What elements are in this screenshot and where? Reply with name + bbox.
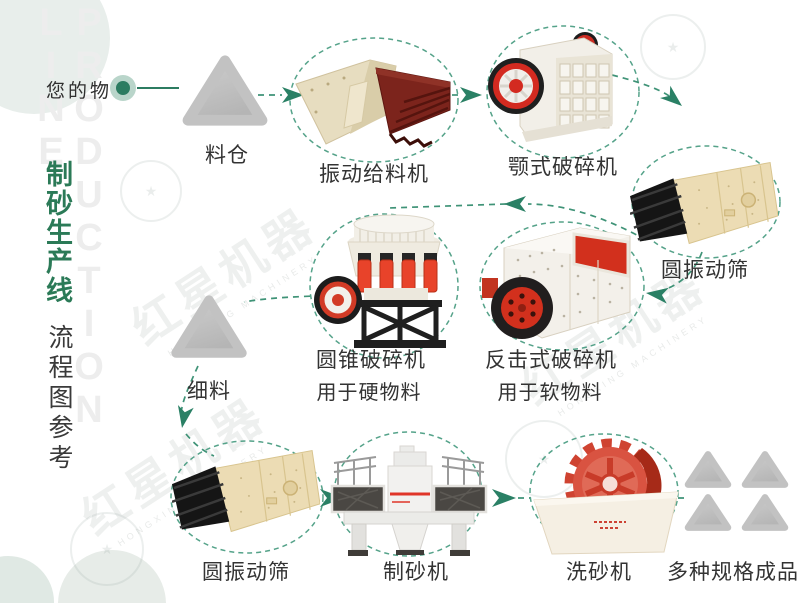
sand-washing-machine-label: 洗砂机 bbox=[566, 561, 632, 584]
stamp-watermark: ★ bbox=[640, 14, 706, 80]
fine-material-label: 细料 bbox=[187, 380, 231, 403]
product-triangle-icon bbox=[684, 451, 732, 488]
vibrating-feeder-image bbox=[295, 59, 451, 148]
circular-vibrating-screen-1-label: 圆振动筛 bbox=[661, 259, 749, 282]
your-material-label: 您的物料 bbox=[46, 81, 135, 102]
circular-vibrating-screen-2-image bbox=[172, 449, 320, 533]
vertical-watermark-text: PRODUCTION LINE bbox=[30, 2, 110, 432]
jaw-crusher-image bbox=[488, 32, 613, 142]
dashed-ellipse-feeder bbox=[289, 37, 459, 163]
page-subtitle: 流程图参考 bbox=[45, 324, 73, 474]
page-title: 制砂生产线 bbox=[42, 160, 72, 305]
dashed-line-screen1-cone-a bbox=[527, 203, 647, 241]
dashed-line-screen1-cone-b bbox=[387, 203, 507, 209]
impact-crusher-image bbox=[482, 227, 631, 339]
dashed-line-into-screen2 bbox=[185, 433, 215, 457]
dashed-line-cone-fines bbox=[243, 294, 333, 303]
flow-arrowheads bbox=[177, 85, 682, 507]
product-triangle-icon bbox=[741, 451, 789, 488]
product-triangle-icon bbox=[684, 494, 732, 531]
impact-crusher-label: 反击式破碎机 bbox=[485, 349, 617, 372]
dashed-ellipse-impact bbox=[479, 221, 645, 351]
finished-products-label: 多种规格成品 bbox=[667, 561, 799, 584]
sand-washing-machine-image bbox=[533, 438, 679, 555]
intro-dot bbox=[116, 81, 130, 95]
circular-vibrating-screen-2-label: 圆振动筛 bbox=[202, 561, 290, 584]
stamp-watermark: ★ bbox=[70, 512, 144, 586]
vibrating-feeder-label: 振动给料机 bbox=[319, 163, 429, 186]
fine-material-triangle-icon bbox=[171, 295, 247, 358]
stamp-watermark: ★ bbox=[120, 160, 182, 222]
cone-crusher-image bbox=[314, 214, 446, 348]
dashed-ellipse-screen2 bbox=[170, 440, 324, 554]
dashed-ellipse-jaw bbox=[486, 25, 640, 159]
dashed-ellipse-screen1 bbox=[631, 145, 781, 259]
silo-triangle-icon bbox=[182, 55, 268, 126]
dashed-ellipse-cone bbox=[309, 213, 459, 359]
jaw-crusher-label: 颚式破碎机 bbox=[508, 156, 618, 179]
intro-connector-line bbox=[137, 87, 179, 89]
product-triangle-icon bbox=[741, 494, 789, 531]
silo-label: 料仓 bbox=[205, 144, 249, 167]
cone-crusher-label: 圆锥破碎机 bbox=[316, 349, 426, 372]
circular-vibrating-screen-1-image bbox=[630, 161, 778, 245]
sand-making-machine-image bbox=[330, 445, 488, 556]
impact-crusher-sublabel: 用于软物料 bbox=[497, 382, 603, 404]
sand-making-machine-label: 制砂机 bbox=[383, 561, 449, 584]
cone-crusher-sublabel: 用于硬物料 bbox=[316, 382, 422, 404]
dashed-line-jaw-screen1 bbox=[611, 74, 673, 99]
